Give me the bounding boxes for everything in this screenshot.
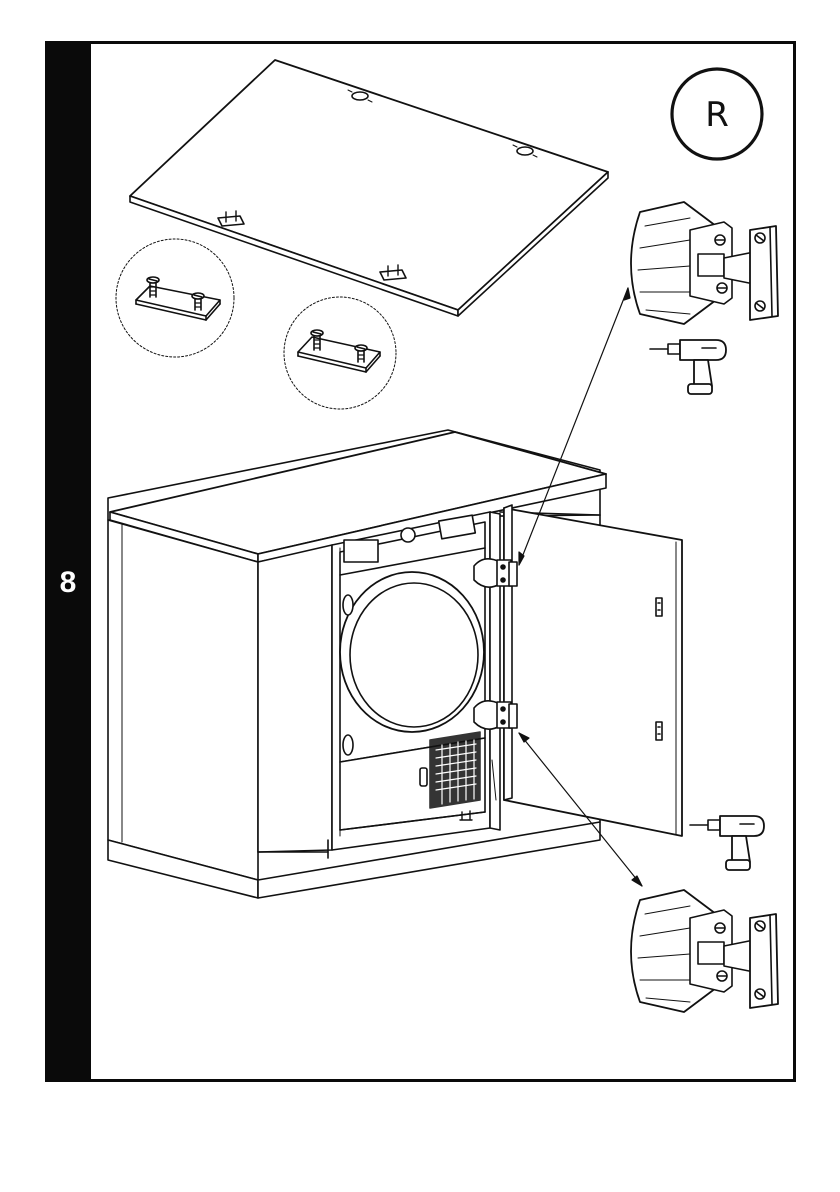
drill-icon-upper [650,340,726,394]
hinge-detail-upper [631,202,778,324]
detail-circle-left [116,239,234,357]
hinge-upper [474,559,517,587]
hinge-lower [474,701,517,729]
hinge-detail-lower [631,890,778,1012]
top-panel [130,60,608,316]
detail-circle-right [284,297,396,409]
dryer [340,515,485,830]
side-badge-letter: R [705,95,729,135]
drill-icon-lower [690,816,764,870]
